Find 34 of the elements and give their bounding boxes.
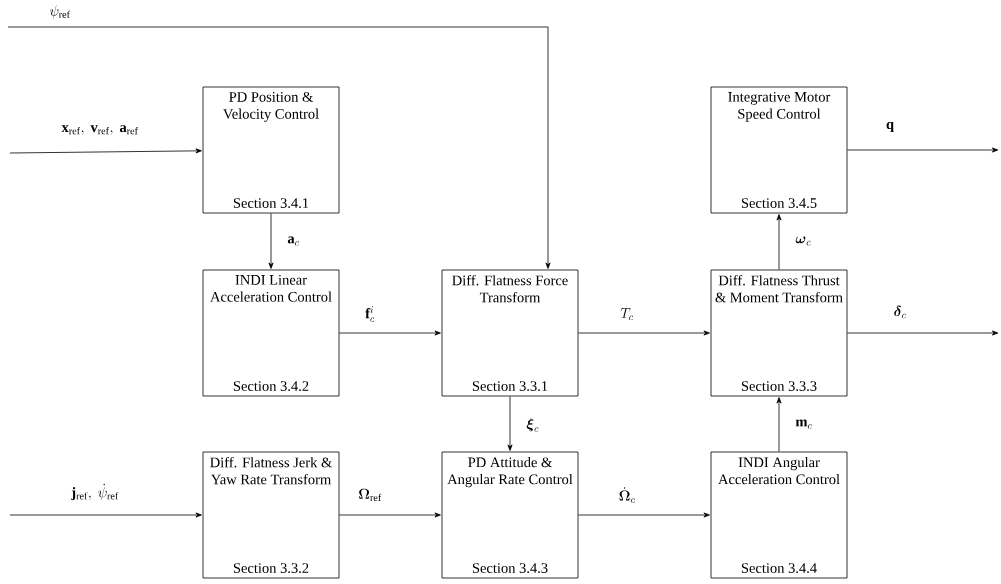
edge-label: $\mathbf{f}_c^i$ xyxy=(364,305,376,323)
edge-label: $\mathbf{q}$ xyxy=(885,120,896,134)
arrow xyxy=(578,512,710,518)
edge-label: $\mathbf{x}_{\mathrm{ref}},\ \mathbf{v}_{\mathrm{ref}},\ \mathbf{a}_{\mathrm{ref}}$ xyxy=(60,124,140,136)
arrow xyxy=(9,148,202,154)
arrow xyxy=(339,330,441,336)
arrow xyxy=(7,26,551,269)
edge-label: $\boldsymbol{\omega}_c$ xyxy=(794,235,813,247)
edge-label: $\psi_{\mathrm{ref}}$ xyxy=(48,4,72,20)
arrow xyxy=(9,512,202,518)
arrow xyxy=(776,214,782,270)
arrow xyxy=(847,147,999,153)
block-box: INDI Angular Acceleration Control Section 3.4.4 xyxy=(710,451,848,579)
block-box: Diff. Flatness Force Transform Section 3.3.1 xyxy=(441,269,579,397)
arrow xyxy=(339,512,441,518)
edge-label: $\boldsymbol{\Omega}_{\mathrm{ref}}$ xyxy=(357,487,383,503)
edge-label: $\dot{\boldsymbol{\Omega}}_c$ xyxy=(617,486,637,504)
edge-label: $\mathbf{m}_c$ xyxy=(794,418,814,430)
arrow xyxy=(268,213,274,269)
arrow xyxy=(776,397,782,452)
block-box: PD Attitude & Angular Rate Control Section 3.4.3 xyxy=(441,451,579,579)
block-box: PD Position & Velocity Control Section 3.4.1 xyxy=(202,86,340,214)
arrow xyxy=(578,330,710,336)
edge-label: $\boldsymbol{\xi}_c$ xyxy=(525,417,540,433)
edge-label: $T_c$ xyxy=(619,307,635,321)
arrow xyxy=(507,396,513,451)
block-box: Diff. Flatness Jerk & Yaw Rate Transform Section 3.3.2 xyxy=(202,451,340,579)
edge-label: $\boldsymbol{\delta}_c$ xyxy=(892,304,908,320)
block-box: INDI Linear Acceleration Control Section 3.4.2 xyxy=(202,269,340,397)
block-box: Diff. Flatness Thrust & Moment Transform Section 3.3.3 xyxy=(710,269,848,397)
edge-label: $\mathbf{a}_c$ xyxy=(286,235,301,247)
arrow xyxy=(847,330,999,336)
edge-label: $\mathbf{j}_{\mathrm{ref}},\ \dot{\psi}_{\mathrm{ref}}$ xyxy=(70,482,120,502)
block-box: Integrative Motor Speed Control Section 3.4.5 xyxy=(710,86,848,214)
